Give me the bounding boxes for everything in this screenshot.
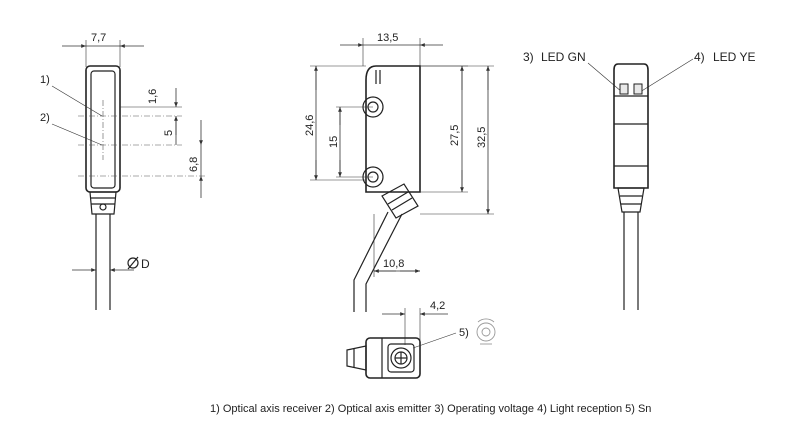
dim-10-8: 10,8	[383, 258, 404, 270]
led-view-gland	[617, 187, 645, 213]
side-housing	[365, 65, 421, 193]
dim-24-6: 24,6	[304, 115, 316, 136]
label-led-gn: LED GN	[541, 50, 586, 64]
label-operating-voltage: 3)	[523, 50, 534, 64]
dim-5: 5	[163, 130, 175, 136]
dim-width-front: 7,7	[91, 32, 106, 44]
dim-6-8: 6,8	[188, 157, 200, 172]
side-gland	[381, 183, 419, 219]
front-view: 7,7 1) 2) 1,6 5 6,8	[40, 32, 205, 310]
dim-32-5: 32,5	[476, 127, 488, 148]
dim-1-6: 1,6	[147, 89, 159, 104]
dim-diameter: D	[141, 257, 150, 271]
side-cable	[353, 211, 389, 312]
label-sn: 5)	[459, 327, 469, 339]
bottom-view: 4,2 5)	[346, 300, 496, 379]
label-emitter: 2)	[40, 112, 50, 124]
dim-15: 15	[328, 136, 340, 148]
dim-27-5: 27,5	[449, 125, 461, 146]
label-light-reception: 4)	[694, 50, 705, 64]
label-led-ye: LED YE	[713, 50, 755, 64]
label-receiver: 1)	[40, 74, 50, 86]
legend-text: 1) Optical axis receiver 2) Optical axis…	[210, 403, 651, 415]
dim-4-2: 4,2	[430, 300, 445, 312]
dim-width-side: 13,5	[377, 32, 398, 44]
cable-gland	[89, 191, 117, 215]
diameter-icon	[127, 257, 139, 269]
sensitivity-potentiometer	[390, 347, 412, 369]
led-green	[619, 83, 629, 95]
side-view: 13,5 24,6 15 2	[304, 32, 494, 312]
led-housing	[613, 63, 649, 189]
led-yellow	[633, 83, 643, 95]
led-view: 3) LED GN 4) LED YE	[523, 50, 755, 310]
potentiometer-icon	[476, 318, 496, 345]
bottom-gland	[346, 345, 367, 371]
